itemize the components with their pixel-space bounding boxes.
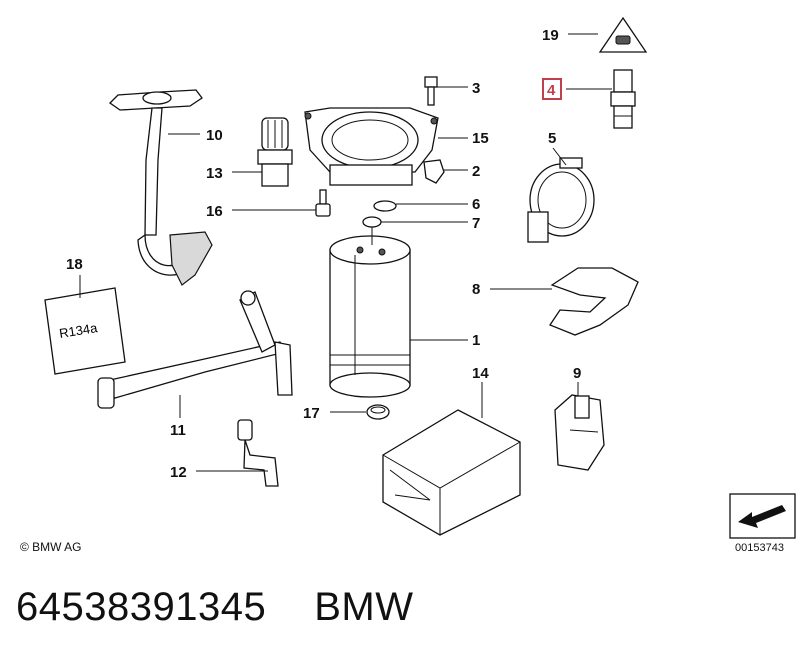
callout-numbers: 1 2 3 4 5 6 7 8 9 10 11 12 13 14 15 16 1… (66, 27, 581, 481)
part-1-receiver-drier[interactable] (329, 235, 411, 398)
callout-13[interactable]: 13 (206, 165, 223, 182)
part-15-bracket[interactable] (304, 107, 439, 186)
callout-6[interactable]: 6 (472, 196, 480, 213)
part-13-fitting[interactable] (257, 117, 293, 187)
part-19-warning-label[interactable] (598, 16, 648, 53)
copyright-notice: © BMW AG (20, 540, 82, 554)
callout-18[interactable]: 18 (66, 256, 83, 273)
part-11-pipe[interactable] (97, 290, 293, 409)
part-2-clip-nut[interactable] (423, 159, 445, 184)
callout-1[interactable]: 1 (472, 332, 480, 349)
part-9-connector[interactable] (554, 394, 605, 471)
highlight-box-4 (542, 78, 562, 100)
part-number: 64538391345 (16, 585, 267, 629)
callout-12[interactable]: 12 (170, 464, 187, 481)
callout-10[interactable]: 10 (206, 127, 223, 144)
part-3-bolt[interactable] (424, 76, 438, 106)
reference-number: 00153743 (735, 542, 784, 554)
part-18-label-card[interactable]: R134a (44, 287, 126, 375)
callout-14[interactable]: 14 (472, 365, 489, 382)
part-5-clamp[interactable] (527, 157, 595, 243)
label-card-text: R134a (58, 320, 99, 341)
callout-3[interactable]: 3 (472, 80, 480, 97)
footer-caption: 64538391345 BMW (16, 585, 413, 630)
callout-17[interactable]: 17 (303, 405, 320, 422)
callout-2[interactable]: 2 (472, 163, 480, 180)
callout-15[interactable]: 15 (472, 130, 489, 147)
callout-11[interactable]: 11 (170, 422, 186, 439)
part-16-bolt[interactable] (315, 189, 331, 217)
part-14-box[interactable] (382, 409, 521, 536)
leader-lines (79, 33, 612, 472)
part-17-cap[interactable] (366, 404, 390, 420)
part-6-o-ring[interactable] (373, 200, 397, 212)
brand-name: BMW (314, 585, 414, 629)
callout-9[interactable]: 9 (573, 365, 581, 382)
callout-8[interactable]: 8 (472, 281, 480, 298)
part-4-pressure-switch[interactable] (610, 69, 636, 129)
callout-7[interactable]: 7 (472, 215, 480, 232)
part-10-pipe[interactable] (108, 89, 213, 286)
part-12-elbow[interactable] (237, 419, 279, 487)
callout-4[interactable]: 4 (547, 82, 556, 99)
callout-5[interactable]: 5 (548, 130, 556, 147)
reference-arrow-icon (729, 493, 796, 539)
callout-16[interactable]: 16 (206, 203, 223, 220)
part-8-bracket[interactable] (549, 267, 639, 336)
callout-19[interactable]: 19 (542, 27, 559, 44)
